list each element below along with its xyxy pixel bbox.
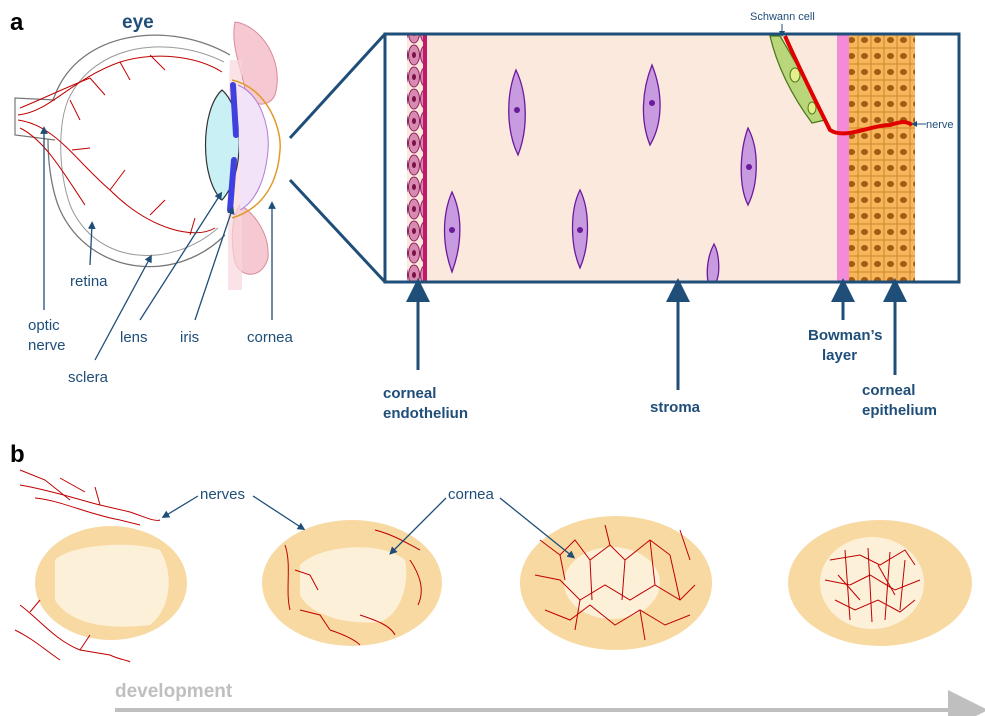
label-epithelium-1: corneal — [862, 382, 915, 399]
stroma-region — [407, 34, 837, 282]
label-retina: retina — [70, 273, 108, 290]
label-stroma: stroma — [650, 399, 701, 416]
layer-labels: corneal endotheliun stroma Bowman’s laye… — [383, 290, 937, 422]
eye-diagram: eye — [15, 12, 280, 290]
label-endothelium-2: endotheliun — [383, 405, 468, 422]
label-cornea: cornea — [247, 329, 294, 346]
label-schwann-cell: Schwann cell — [750, 11, 815, 23]
panel-a-letter: a — [10, 9, 24, 36]
label-bowman-2: layer — [822, 347, 857, 364]
label-iris: iris — [180, 329, 199, 346]
label-cornea-b: cornea — [448, 486, 495, 503]
eye-title: eye — [122, 12, 154, 33]
zoom-line-bottom — [290, 180, 385, 282]
label-endothelium-1: corneal — [383, 385, 436, 402]
label-epithelium-2: epithelium — [862, 402, 937, 419]
label-sclera: sclera — [68, 369, 109, 386]
label-development: development — [115, 681, 233, 702]
panel-b: nerves cornea development — [15, 470, 972, 710]
label-nerve-small: nerve — [926, 119, 954, 131]
zoom-line-top — [290, 34, 385, 138]
bowman-layer — [837, 34, 849, 282]
label-optic-nerve-2: nerve — [28, 337, 66, 354]
label-lens: lens — [120, 329, 148, 346]
iris-top — [233, 85, 236, 135]
iris-bottom — [230, 160, 234, 210]
panel-b-letter: b — [10, 441, 25, 468]
cornea-cross-section — [385, 34, 959, 282]
label-bowman-1: Bowman’s — [808, 327, 882, 344]
label-optic-nerve-1: optic — [28, 317, 60, 334]
label-nerves: nerves — [200, 486, 245, 503]
epithelium-layer — [849, 34, 915, 282]
